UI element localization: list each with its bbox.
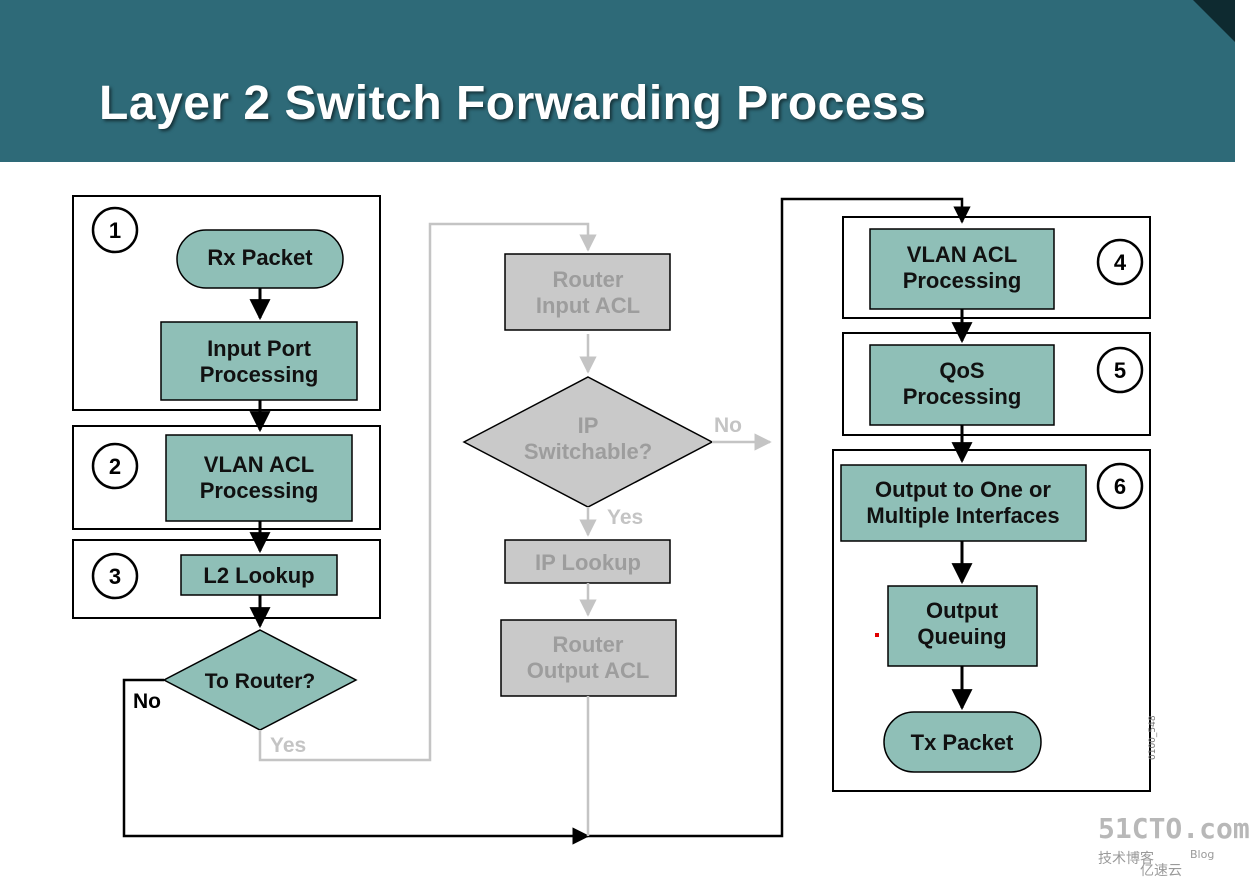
path-no-to-bottom [122, 678, 590, 845]
svg-text:Queuing: Queuing [917, 624, 1006, 649]
svg-text:Router: Router [553, 632, 624, 657]
header-bar: Layer 2 Switch Forwarding Process [0, 0, 1235, 162]
figure-id: 0100_548 [1148, 715, 1158, 760]
label-yes-switchable: Yes [607, 506, 643, 529]
svg-text:Switchable?: Switchable? [524, 439, 652, 464]
watermark-brand: 51CTO.com [1098, 812, 1250, 845]
node-ip-switchable-decision: IP Switchable? [462, 376, 714, 508]
svg-text:4: 4 [1114, 250, 1127, 275]
label-no-left: No [133, 690, 161, 713]
node-tx-packet: Tx Packet [883, 711, 1042, 773]
watermark-blog: Blog [1190, 848, 1215, 861]
label-yes-router: Yes [270, 734, 306, 757]
group-frame-5 [842, 332, 1151, 436]
svg-text:Processing: Processing [200, 362, 319, 387]
node-router-output-acl: Router Output ACL [500, 619, 677, 697]
step-badge-6: 6 [1096, 462, 1144, 510]
svg-text:Output to One or: Output to One or [875, 477, 1051, 502]
step-badge-5: 5 [1096, 346, 1144, 394]
page-title: Layer 2 Switch Forwarding Process [99, 77, 927, 130]
node-to-router-decision: To Router? [162, 629, 358, 731]
node-output-interfaces: Output to One or Multiple Interfaces [840, 464, 1087, 542]
red-dot-marker [875, 633, 879, 637]
svg-text:Processing: Processing [903, 384, 1022, 409]
svg-text:1: 1 [109, 218, 121, 243]
svg-text:Tx Packet: Tx Packet [911, 730, 1014, 755]
svg-text:Router: Router [553, 267, 624, 292]
group-frame-2 [72, 425, 381, 530]
step-badge-3: 3 [91, 552, 139, 600]
svg-text:QoS: QoS [939, 358, 984, 383]
path-yes-to-router [258, 222, 597, 762]
watermark-brand2: 亿速云 [1140, 863, 1182, 879]
svg-text:Output ACL: Output ACL [527, 658, 650, 683]
svg-text:IP: IP [578, 413, 599, 438]
svg-text:6: 6 [1114, 474, 1126, 499]
svg-text:Output: Output [926, 598, 999, 623]
group-frame-6 [832, 449, 1151, 792]
group-frame-3 [72, 539, 381, 619]
svg-text:To Router?: To Router? [205, 670, 315, 693]
svg-text:Multiple Interfaces: Multiple Interfaces [866, 503, 1059, 528]
node-vlan-acl-input: VLAN ACL Processing [165, 434, 353, 522]
node-input-port-processing: Input Port Processing [160, 321, 358, 401]
svg-text:Input Port: Input Port [207, 336, 312, 361]
node-ip-lookup: IP Lookup [504, 539, 671, 584]
svg-text:VLAN ACL: VLAN ACL [204, 452, 314, 477]
node-router-input-acl: Router Input ACL [504, 253, 671, 331]
svg-text:Rx Packet: Rx Packet [207, 245, 313, 270]
step-badge-2: 2 [91, 442, 139, 490]
step-badge-4: 4 [1096, 238, 1144, 286]
path-bottom-to-output-side [580, 197, 971, 838]
group-frame-1 [72, 195, 381, 411]
svg-text:Processing: Processing [200, 478, 319, 503]
svg-text:5: 5 [1114, 358, 1126, 383]
node-output-queuing: Output Queuing [887, 585, 1038, 667]
step-badge-1: 1 [91, 206, 139, 254]
svg-text:IP Lookup: IP Lookup [535, 550, 641, 575]
watermark-sub: 技术博客 [1098, 851, 1154, 867]
svg-text:Input ACL: Input ACL [536, 293, 640, 318]
svg-text:L2 Lookup: L2 Lookup [203, 563, 314, 588]
node-rx-packet: Rx Packet [176, 229, 344, 289]
svg-text:3: 3 [109, 564, 121, 589]
label-no-switchable: No [714, 414, 742, 437]
node-vlan-acl-output: VLAN ACL Processing [869, 228, 1055, 310]
svg-text:2: 2 [109, 454, 121, 479]
svg-text:Processing: Processing [903, 268, 1022, 293]
svg-text:VLAN ACL: VLAN ACL [907, 242, 1017, 267]
node-qos-processing: QoS Processing [869, 344, 1055, 426]
node-l2-lookup: L2 Lookup [180, 554, 338, 596]
group-frame-4 [842, 216, 1151, 319]
header-corner-decoration [1193, 0, 1235, 42]
